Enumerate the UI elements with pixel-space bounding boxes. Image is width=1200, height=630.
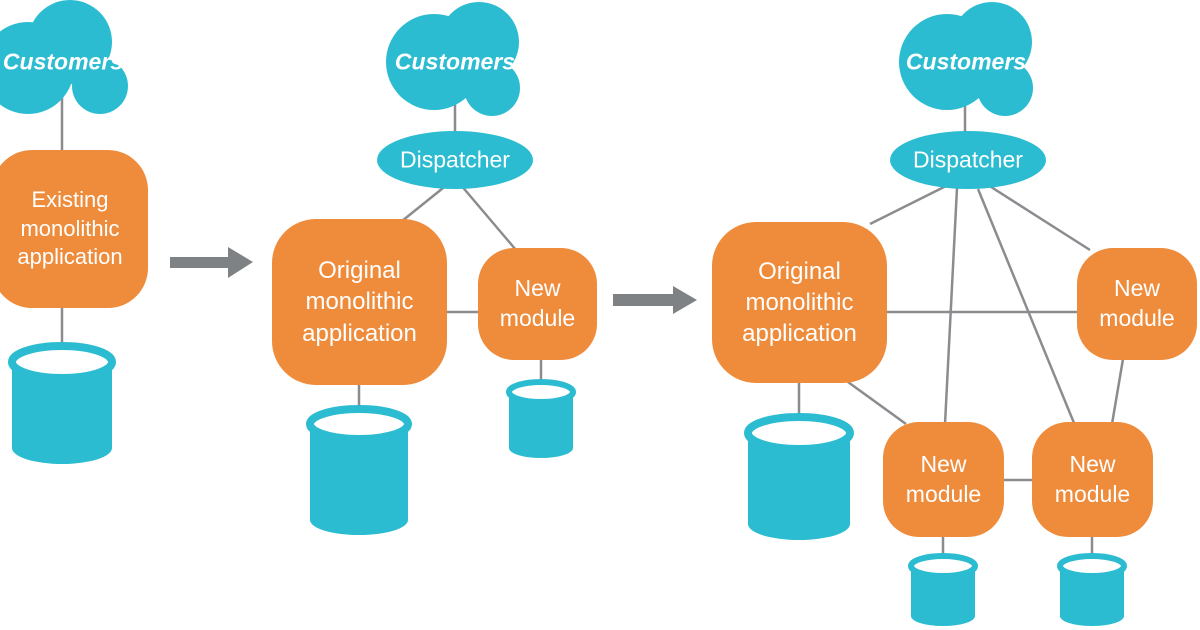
monolith-box-stage3: Original monolithic application (712, 222, 887, 383)
db-body (748, 433, 850, 540)
db-top (744, 413, 854, 453)
monolith-box-stage2: Original monolithic application (272, 219, 447, 385)
connector-line-dispatcher-module-bl-3 (943, 187, 959, 425)
monolith-box-stage1: Existing monolithic application (0, 150, 148, 308)
connector-lines (60, 96, 1125, 558)
transition-arrow-icon-2 (613, 286, 697, 314)
connector-line-dispatcher-module-2 (459, 183, 517, 251)
cloud-lobe (72, 58, 128, 114)
db-body (911, 566, 975, 626)
database-cylinder-icon-stage3-module-bl (908, 553, 978, 626)
database-cylinder-icon-stage3-monolith (744, 413, 854, 540)
db-top (506, 379, 576, 405)
customers-cloud-icon-stage3 (899, 2, 1033, 116)
customers-label-stage3: Customers (905, 48, 1027, 75)
db-body (1060, 566, 1124, 626)
db-top (8, 342, 116, 382)
db-body (12, 362, 112, 464)
connector-line-module-tr-br-3 (1110, 358, 1125, 425)
new-module-box-label: New module (1099, 275, 1175, 331)
customers-cloud-icon-stage1 (0, 0, 128, 114)
db-top (1057, 553, 1127, 579)
db-body (509, 392, 573, 458)
db-body (310, 424, 408, 535)
dispatcher-label-stage3: Dispatcher (913, 146, 1023, 173)
cloud-lobe (464, 60, 520, 116)
database-cylinder-icon-stage3-module-br (1057, 553, 1127, 626)
customers-cloud-icon-stage2 (386, 2, 520, 116)
connector-line-dispatcher-monolith-2 (401, 183, 449, 222)
connector-line-dispatcher-module-br-3 (976, 188, 1076, 424)
new-module-box-label: New module (1054, 450, 1131, 507)
dispatcher-label-stage2: Dispatcher (400, 146, 510, 173)
database-cylinder-icon-stage1 (8, 342, 116, 464)
new-module-box-stage3-bottom-right: New module (1032, 422, 1153, 537)
database-cylinder-icon-stage2-module (506, 379, 576, 458)
dispatcher-ellipse-stage3 (890, 131, 1046, 189)
connector-line-dispatcher-monolith-3 (869, 181, 953, 226)
db-top (306, 405, 412, 443)
customers-label-stage2: Customers (394, 48, 516, 75)
connector-line-dispatcher-module-tr-3 (987, 183, 1091, 252)
new-module-box-label: New module (499, 275, 576, 331)
connector-line-monolith-module-bl-3 (847, 380, 907, 426)
monolith-box-label: Existing monolithic application (17, 187, 123, 270)
new-module-box-stage2: New module (478, 248, 597, 360)
transition-arrow-icon-1 (170, 247, 253, 278)
new-module-box-label: New module (905, 450, 982, 507)
cloud-lobe (977, 60, 1033, 116)
db-top (908, 553, 978, 579)
new-module-box-stage3-bottom-left: New module (883, 422, 1004, 537)
database-cylinder-icon-stage2-monolith (306, 405, 412, 535)
monolith-box-label: Original monolithic application (742, 257, 857, 348)
monolith-box-label: Original monolithic application (302, 257, 417, 347)
new-module-box-stage3-top-right: New module (1077, 248, 1197, 360)
dispatcher-ellipse-stage2 (377, 131, 533, 189)
customers-label-stage1: Customers (2, 48, 124, 75)
